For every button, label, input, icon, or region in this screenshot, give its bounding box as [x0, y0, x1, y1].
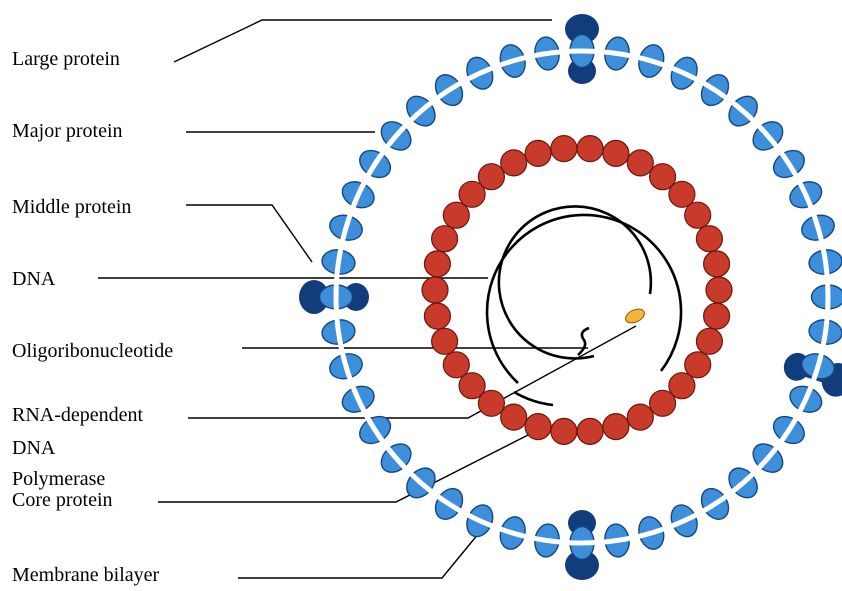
- core-protein-bead: [627, 404, 653, 430]
- label-membrane-bilayer: Membrane bilayer: [12, 564, 159, 586]
- core-protein-bead: [696, 226, 722, 252]
- core-protein-bead: [424, 303, 450, 329]
- middle-protein-leader: [186, 205, 312, 262]
- core-protein-leader: [158, 434, 530, 502]
- core-protein-bead: [432, 328, 458, 354]
- oligoribonucleotide-mark: [578, 328, 589, 355]
- label-polymerase: Polymerase: [12, 468, 105, 490]
- core-protein-bead: [424, 251, 450, 277]
- dna-gap-strand: [514, 392, 553, 405]
- core-protein-bead: [577, 136, 603, 162]
- core-protein-bead: [627, 150, 653, 176]
- label-rna-dependent-dna: DNA: [12, 437, 55, 459]
- core-protein-bead: [501, 150, 527, 176]
- label-oligoribonucleotide: Oligoribonucleotide: [12, 340, 173, 362]
- large-protein-leader: [174, 20, 552, 62]
- dna-genome: [487, 206, 681, 405]
- core-protein-bead: [577, 418, 603, 444]
- surface-proteins: [299, 14, 842, 580]
- core-protein-bead: [501, 404, 527, 430]
- core-protein-bead: [478, 164, 504, 190]
- core-protein-bead: [706, 277, 732, 303]
- core-protein-bead: [603, 140, 629, 166]
- membrane-bilayer-ring: [336, 51, 828, 543]
- membrane-leader: [238, 522, 488, 578]
- core-protein-bead: [432, 226, 458, 252]
- polymerase-icon: [623, 306, 646, 325]
- major-protein-shell: [320, 35, 842, 560]
- core-protein-bead: [551, 136, 577, 162]
- core-protein-bead: [422, 277, 448, 303]
- core-protein-bead: [551, 418, 577, 444]
- core-protein-bead: [603, 414, 629, 440]
- core-protein-bead: [443, 352, 469, 378]
- label-rna-dependent: RNA-dependent: [12, 404, 143, 426]
- label-major-protein: Major protein: [12, 120, 123, 142]
- core-protein-bead: [704, 251, 730, 277]
- core-protein-bead: [685, 202, 711, 228]
- core-protein-bead: [696, 328, 722, 354]
- label-core-protein: Core protein: [12, 489, 113, 511]
- core-protein-shell: [422, 136, 732, 445]
- polymerase-leader: [188, 326, 636, 418]
- label-middle-protein: Middle protein: [12, 196, 131, 218]
- label-large-protein: Large protein: [12, 48, 120, 70]
- core-protein-bead: [525, 414, 551, 440]
- core-protein-bead: [704, 303, 730, 329]
- dna-inner-strand: [499, 206, 651, 358]
- label-dna: DNA: [12, 268, 55, 290]
- core-protein-bead: [525, 140, 551, 166]
- core-protein-bead: [650, 390, 676, 416]
